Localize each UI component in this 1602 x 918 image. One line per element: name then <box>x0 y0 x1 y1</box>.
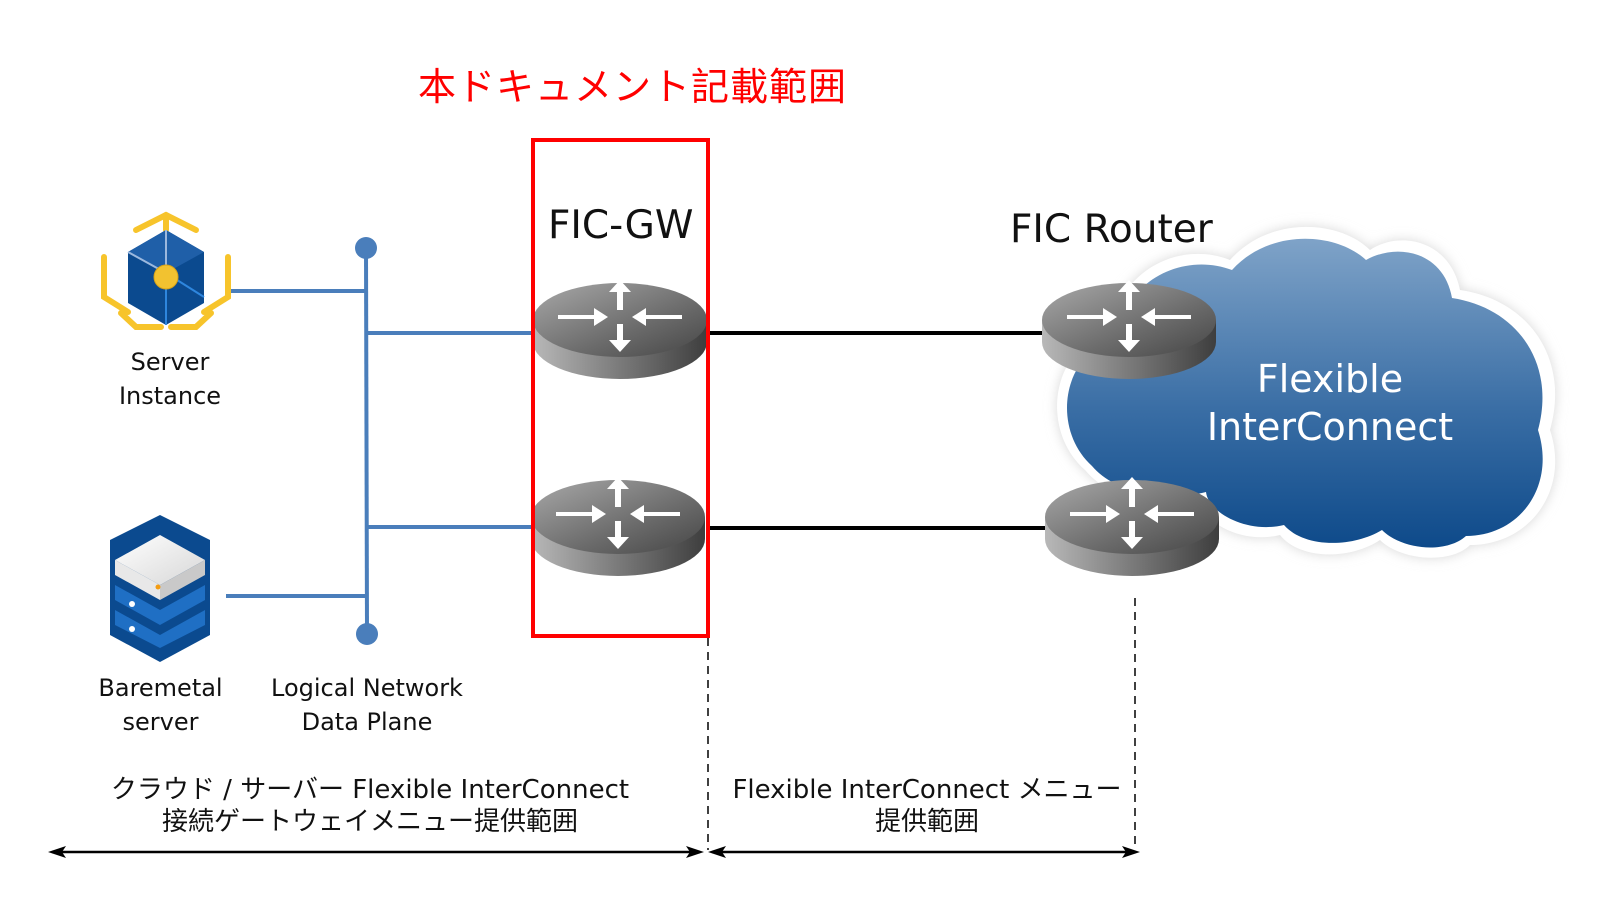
fic-gw-router-icon-1 <box>533 280 707 379</box>
baremetal-label-line1: Baremetal <box>98 674 223 702</box>
server-instance-icon <box>101 211 231 330</box>
cloud-label-line2: InterConnect <box>1206 405 1454 449</box>
cloud-label: Flexible InterConnect <box>1190 355 1470 451</box>
fic-router-icon-2 <box>1045 477 1219 576</box>
server-instance-label-line1: Server <box>130 348 210 376</box>
scope-arrow-right <box>708 846 1140 858</box>
logical-network-label-line1: Logical Network <box>271 674 463 702</box>
gateway-scope-line1: クラウド / サーバー Flexible InterConnect <box>110 775 630 805</box>
logical-network-bus <box>226 247 544 635</box>
bus-endpoint-top <box>355 237 377 259</box>
document-scope-box <box>531 138 710 638</box>
gateway-menu-scope-label: クラウド / サーバー Flexible InterConnect 接続ゲートウ… <box>95 774 645 838</box>
baremetal-server-label: Baremetal server <box>88 671 233 739</box>
scope-boundary-lines <box>707 598 1136 850</box>
fic-gw-router-icon-2 <box>531 477 705 576</box>
server-instance-label: Server Instance <box>100 345 240 413</box>
fic-menu-scope-label: Flexible InterConnect メニュー 提供範囲 <box>722 774 1132 838</box>
baremetal-server-icon <box>110 515 210 662</box>
fic-scope-line2: 提供範囲 <box>874 807 979 837</box>
document-scope-title: 本ドキュメント記載範囲 <box>418 65 848 109</box>
logical-network-label: Logical Network Data Plane <box>262 671 472 739</box>
logical-network-label-line2: Data Plane <box>301 708 433 736</box>
fic-gw-label: FIC-GW <box>548 203 694 248</box>
server-instance-label-line2: Instance <box>118 382 222 410</box>
baremetal-label-line2: server <box>122 708 199 736</box>
cloud-label-line1: Flexible <box>1256 357 1404 401</box>
bus-endpoint-bottom <box>356 623 378 645</box>
fic-scope-line1: Flexible InterConnect メニュー <box>732 775 1122 805</box>
scope-arrow-left <box>48 846 704 858</box>
fic-router-label: FIC Router <box>1010 207 1213 252</box>
gateway-scope-line2: 接続ゲートウェイメニュー提供範囲 <box>161 807 578 837</box>
fic-links <box>706 331 1050 530</box>
